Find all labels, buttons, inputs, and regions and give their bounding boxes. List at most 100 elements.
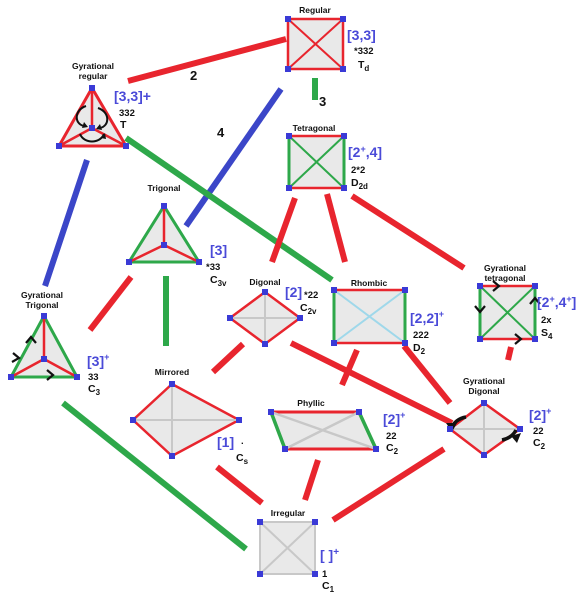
node-gyrational-name-2: regular xyxy=(79,71,109,81)
node-gyrtetragonal-name-2: tetragonal xyxy=(484,273,525,283)
trigonal-orbifold: *33 xyxy=(206,262,220,273)
node-gyrdigonal-name: Gyrational xyxy=(463,376,505,386)
gyrational-inner-edge xyxy=(58,126,93,148)
edge-gyrdigonal-irregular xyxy=(331,446,446,523)
mirrored-vertex xyxy=(130,417,136,423)
node-rhombic-name: Rhombic xyxy=(351,278,388,288)
rhombic-vertex xyxy=(331,287,337,293)
tetragonal-schoenflies: D2d xyxy=(351,177,368,191)
arrowhead-icon xyxy=(101,133,106,139)
gyrdigonal-orbifold: 22 xyxy=(533,426,544,437)
gyrational-schoenflies: T xyxy=(120,119,127,131)
phyllic-orbifold: 22 xyxy=(386,431,397,442)
gyrdigonal-symbol: [2]+ xyxy=(529,406,551,423)
edge-label-regular-tetragonal: 3 xyxy=(319,94,326,109)
tetragonal-diagonal xyxy=(288,135,345,189)
node-trigonal: Trigonal [3] *33 C3v xyxy=(126,183,227,288)
node-regular-name: Regular xyxy=(299,5,331,15)
node-tetragonal: Tetragonal [2+,4] 2*2 D2d xyxy=(286,123,382,191)
gyration-arrow-icon xyxy=(501,429,518,442)
phyllic-vertex xyxy=(268,409,274,415)
tetragonal-vertex xyxy=(341,133,347,139)
gyrtrigonal-schoenflies: C3 xyxy=(88,383,101,397)
edge-label-regular-trigonal: 4 xyxy=(217,125,225,140)
phyllic-schoenflies: C2 xyxy=(386,442,399,456)
irregular-vertex xyxy=(312,571,318,577)
trigonal-vertex xyxy=(161,203,167,209)
rhombic-schoenflies: D2 xyxy=(413,342,426,356)
node-mirrored: Mirrored [1] . Cs xyxy=(130,367,249,466)
mirrored-vertex xyxy=(236,417,242,423)
chevron-arrow-icon xyxy=(474,305,486,314)
chevron-arrow-icon xyxy=(492,280,501,292)
node-gyrtrigonal-name-2: Trigonal xyxy=(25,300,58,310)
phyllic-vertex xyxy=(356,409,362,415)
node-gyrtetragonal-name: Gyrational xyxy=(484,263,526,273)
tetragonal-symbol: [2+,4] xyxy=(348,144,382,160)
chevron-arrow-icon xyxy=(25,335,37,344)
tetragonal-vertex xyxy=(341,185,347,191)
gyrational-vertex xyxy=(123,143,129,149)
gyrational-vertex xyxy=(89,125,95,131)
gyrtrigonal-vertex xyxy=(8,374,14,380)
irregular-vertex xyxy=(312,519,318,525)
irregular-schoenflies: C1 xyxy=(322,580,335,594)
rhombic-vertex xyxy=(402,340,408,346)
gyrdigonal-vertex xyxy=(447,426,453,432)
edge-tetragonal-gyrtetragonal xyxy=(350,193,466,271)
digonal-vertex xyxy=(262,289,268,295)
gyrtetragonal-vertex xyxy=(532,336,538,342)
gyrtrigonal-median xyxy=(10,357,45,379)
regular-diagonal-2 xyxy=(287,18,344,70)
digonal-vertex xyxy=(262,341,268,347)
digonal-vertex xyxy=(227,315,233,321)
digonal-orbifold: *22 xyxy=(304,290,318,301)
gyrtrigonal-vertex xyxy=(41,313,47,319)
gyrational-orbifold: 332 xyxy=(119,108,135,119)
rhombic-diagonal xyxy=(333,289,406,344)
digonal-vertex xyxy=(297,315,303,321)
phyllic-vertex xyxy=(282,446,288,452)
phyllic-side-green xyxy=(269,411,287,450)
edge-mirrored-irregular xyxy=(215,464,264,506)
node-trigonal-name: Trigonal xyxy=(147,183,180,193)
arrowhead-icon xyxy=(82,122,88,128)
phyllic-diagonal xyxy=(284,410,360,451)
phyllic-symbol: [2]+ xyxy=(383,410,405,427)
node-digonal: Digonal [2] *22 C2v xyxy=(227,277,318,347)
edge-regular-trigonal xyxy=(183,87,284,228)
node-gyrational-name: Gyrational xyxy=(72,61,114,71)
gyrdigonal-vertex xyxy=(481,452,487,458)
digonal-symbol: [2] xyxy=(285,284,302,300)
gyrational-vertex xyxy=(89,85,95,91)
trigonal-median xyxy=(128,243,165,264)
irregular-vertex xyxy=(257,519,263,525)
gyrtetragonal-symbol: [2+,4+] xyxy=(537,294,576,310)
rhombic-vertex xyxy=(402,287,408,293)
trigonal-vertex xyxy=(161,242,167,248)
rhombic-symbol: [2,2]+ xyxy=(410,309,444,326)
gyrdigonal-schoenflies: C2 xyxy=(533,437,546,451)
gyration-arrow-icon xyxy=(97,107,109,129)
irregular-orbifold: 1 xyxy=(322,569,328,580)
regular-schoenflies: Td xyxy=(358,59,369,73)
gyrtrigonal-orbifold: 33 xyxy=(88,372,99,383)
gyrtrigonal-vertex xyxy=(41,356,47,362)
edge-gyrational-gyrtrigonal xyxy=(42,159,90,287)
chevron-arrow-icon xyxy=(529,296,541,305)
edge-trigonal-gyrtrigonal xyxy=(87,275,134,332)
gyrdigonal-vertex xyxy=(481,400,487,406)
chevron-arrow-icon xyxy=(11,352,21,363)
regular-symbol: [3,3] xyxy=(347,27,376,43)
irregular-symbol: [ ]+ xyxy=(320,547,339,563)
chevron-arrow-icon xyxy=(46,369,55,381)
node-phyllic-name: Phyllic xyxy=(297,398,325,408)
irregular-vertex xyxy=(257,571,263,577)
gyrational-symbol: [3,3]+ xyxy=(114,88,151,104)
node-mirrored-name: Mirrored xyxy=(155,367,189,377)
gyrtrigonal-symbol: [3]+ xyxy=(87,352,109,369)
edge-gyrtrigonal-irregular xyxy=(61,400,248,552)
gyrtetragonal-vertex xyxy=(532,283,538,289)
rhombic-vertex xyxy=(331,340,337,346)
